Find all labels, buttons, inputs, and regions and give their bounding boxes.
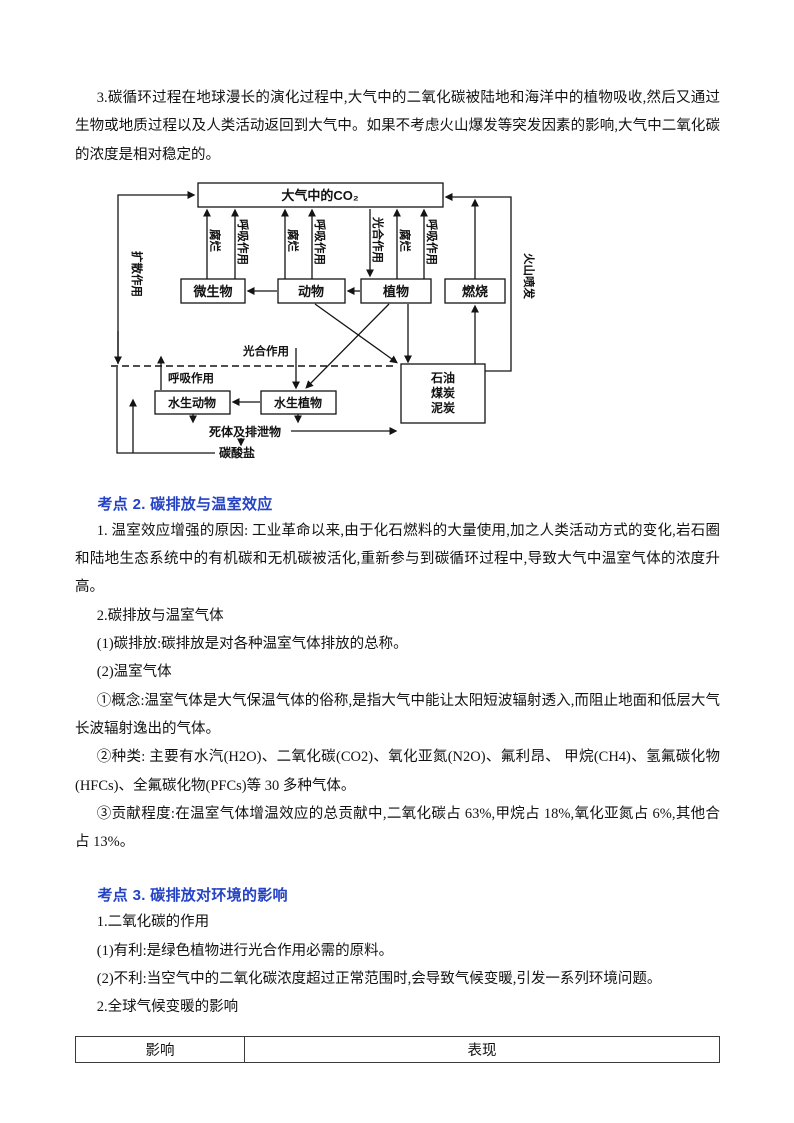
warming-impact-table: 影响 表现: [75, 1035, 720, 1063]
intro-paragraph: 3.碳循环过程在地球漫长的演化过程中,大气中的二氧化碳被陆地和海洋中的植物吸收,…: [75, 90, 720, 163]
arrow-animal-to-fossil: [314, 303, 398, 364]
label-respiration-animal: 呼吸作用: [313, 219, 327, 265]
label-respiration-water: 呼吸作用: [168, 371, 214, 385]
arrow-plant-to-aquatic-plant: [305, 303, 390, 389]
fossil-box-line1: 石油: [430, 370, 455, 385]
label-photosynthesis-land: 光合作用: [371, 216, 385, 263]
microbe-to-co2-arrows: 腐烂 呼吸作用: [203, 208, 250, 279]
fossil-box-line3: 泥炭: [431, 400, 455, 415]
sec3-para-co2-role: 1.二氧化碳的作用: [96, 914, 210, 931]
table-header-impact: 影响: [75, 1035, 245, 1063]
label-decay-animal: 腐烂: [286, 229, 300, 252]
plant-co2-arrows: 光合作用 腐烂 呼吸作用: [366, 208, 439, 279]
plant-box-label: 植物: [382, 284, 409, 299]
carbon-cycle-diagram: 大气中的CO₂ 微生物 动物 植物 燃烧 水生动物 水生植物 石油 煤炭 泥炭 …: [103, 173, 563, 473]
label-dead-excreta: 死体及排泄物: [209, 424, 281, 439]
aquatic-plant-box-label: 水生植物: [274, 395, 322, 410]
plant-box: [360, 278, 432, 304]
sec2-para-emission-title: 2.碳排放与温室气体: [96, 607, 224, 624]
carbon-cycle-svg: 大气中的CO₂ 微生物 动物 植物 燃烧 水生动物 水生植物 石油 煤炭 泥炭 …: [111, 182, 536, 460]
sec2-para-ghg-title: (2)温室气体: [96, 664, 172, 681]
animal-to-co2-arrows: 腐烂 呼吸作用: [281, 208, 327, 279]
sec2-para-ghg-concept: ①概念:温室气体是大气保温气体的俗称,是指大气中能让太阳短波辐射透入,而阻止地面…: [75, 692, 720, 737]
burn-box-label: 燃烧: [462, 284, 488, 299]
label-decay-plant: 腐烂: [398, 229, 412, 252]
arrow-volcano-to-co2: [444, 192, 512, 372]
sec3-para-harm: (2)不利:当空气中的二氧化碳浓度超过正常范围时,会导致气候变暖,引发一系列环境…: [96, 971, 662, 988]
sec2-para-ghg-contribution: ③贡献程度:在温室气体增温效应的总贡献中,二氧化碳占 63%,甲烷占 18%,氧…: [75, 805, 720, 851]
sec2-para-emission-def: (1)碳排放:碳排放是对各种温室气体排放的总称。: [96, 636, 408, 653]
burn-volcano-arrows: 火山喷发: [444, 192, 536, 372]
label-decay-microbe: 腐烂: [208, 229, 222, 252]
label-volcano: 火山喷发: [522, 253, 536, 299]
microbe-box: [180, 278, 246, 304]
co2-box: [197, 182, 444, 208]
table-header-manifestation: 表现: [244, 1035, 720, 1063]
label-diffusion: 扩散作用: [130, 251, 144, 297]
label-carbonate: 碳酸盐: [219, 445, 255, 460]
section2-heading: 考点 2. 碳排放与温室效应: [97, 495, 273, 513]
co2-box-label: 大气中的CO₂: [281, 188, 359, 203]
label-respiration-plant: 呼吸作用: [425, 219, 439, 265]
table-header-row: 影响 表现: [75, 1035, 720, 1063]
microbe-box-label: 微生物: [192, 284, 232, 299]
section3-heading: 考点 3. 碳排放对环境的影响: [97, 887, 288, 905]
carbonate-connector-line: [116, 366, 215, 454]
arrow-diffusion-to-co2: [117, 190, 196, 364]
diffusion-arrows: 扩散作用: [114, 190, 196, 365]
sec3-para-warming-title: 2.全球气候变暖的影响: [96, 999, 239, 1016]
aquatic-animal-box-label: 水生动物: [168, 395, 216, 410]
label-respiration-microbe: 呼吸作用: [236, 219, 250, 265]
water-section: 呼吸作用 光合作用: [157, 344, 300, 390]
fossil-box: [400, 363, 486, 424]
sec2-para-ghg-types: ②种类: 主要有水汽(H2O)、二氧化碳(CO2)、氧化亚氮(N2O)、氟利昂、…: [75, 749, 720, 794]
fossil-box-line2: 煤炭: [431, 385, 455, 400]
animal-box: [277, 278, 346, 304]
dead-matter-carbonate: 死体及排泄物 碳酸盐: [116, 366, 398, 460]
sec2-para-cause: 1. 温室效应增强的原因: 工业革命以来,由于化石燃料的大量使用,加之人类活动方…: [75, 522, 720, 596]
sec3-para-benefit: (1)有利:是绿色植物进行光合作用必需的原料。: [96, 942, 394, 959]
label-photosynthesis-water: 光合作用: [242, 344, 289, 358]
animal-box-label: 动物: [298, 284, 324, 299]
